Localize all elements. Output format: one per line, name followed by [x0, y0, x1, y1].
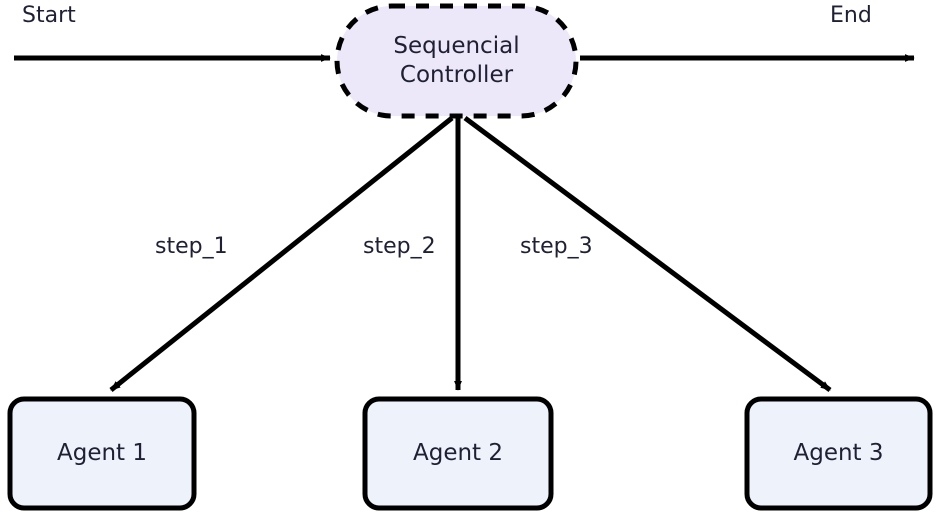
- node-sequencial-controller[interactable]: [334, 3, 579, 119]
- edge-label-step-2: step_2: [361, 234, 438, 259]
- node-agent-3[interactable]: [744, 396, 933, 511]
- edge-label-end: End: [828, 3, 874, 28]
- edge-label-step-1: step_1: [153, 234, 230, 259]
- node-agent-1[interactable]: [7, 396, 197, 511]
- edge-step-1: [109, 116, 454, 392]
- edge-step-3: [463, 115, 832, 393]
- edge-step-1-line: [109, 116, 454, 392]
- edge-label-start: Start: [20, 3, 78, 28]
- edge-step-3-line: [463, 115, 832, 393]
- node-agent-2[interactable]: [362, 396, 554, 511]
- edge-label-step-3: step_3: [518, 234, 595, 259]
